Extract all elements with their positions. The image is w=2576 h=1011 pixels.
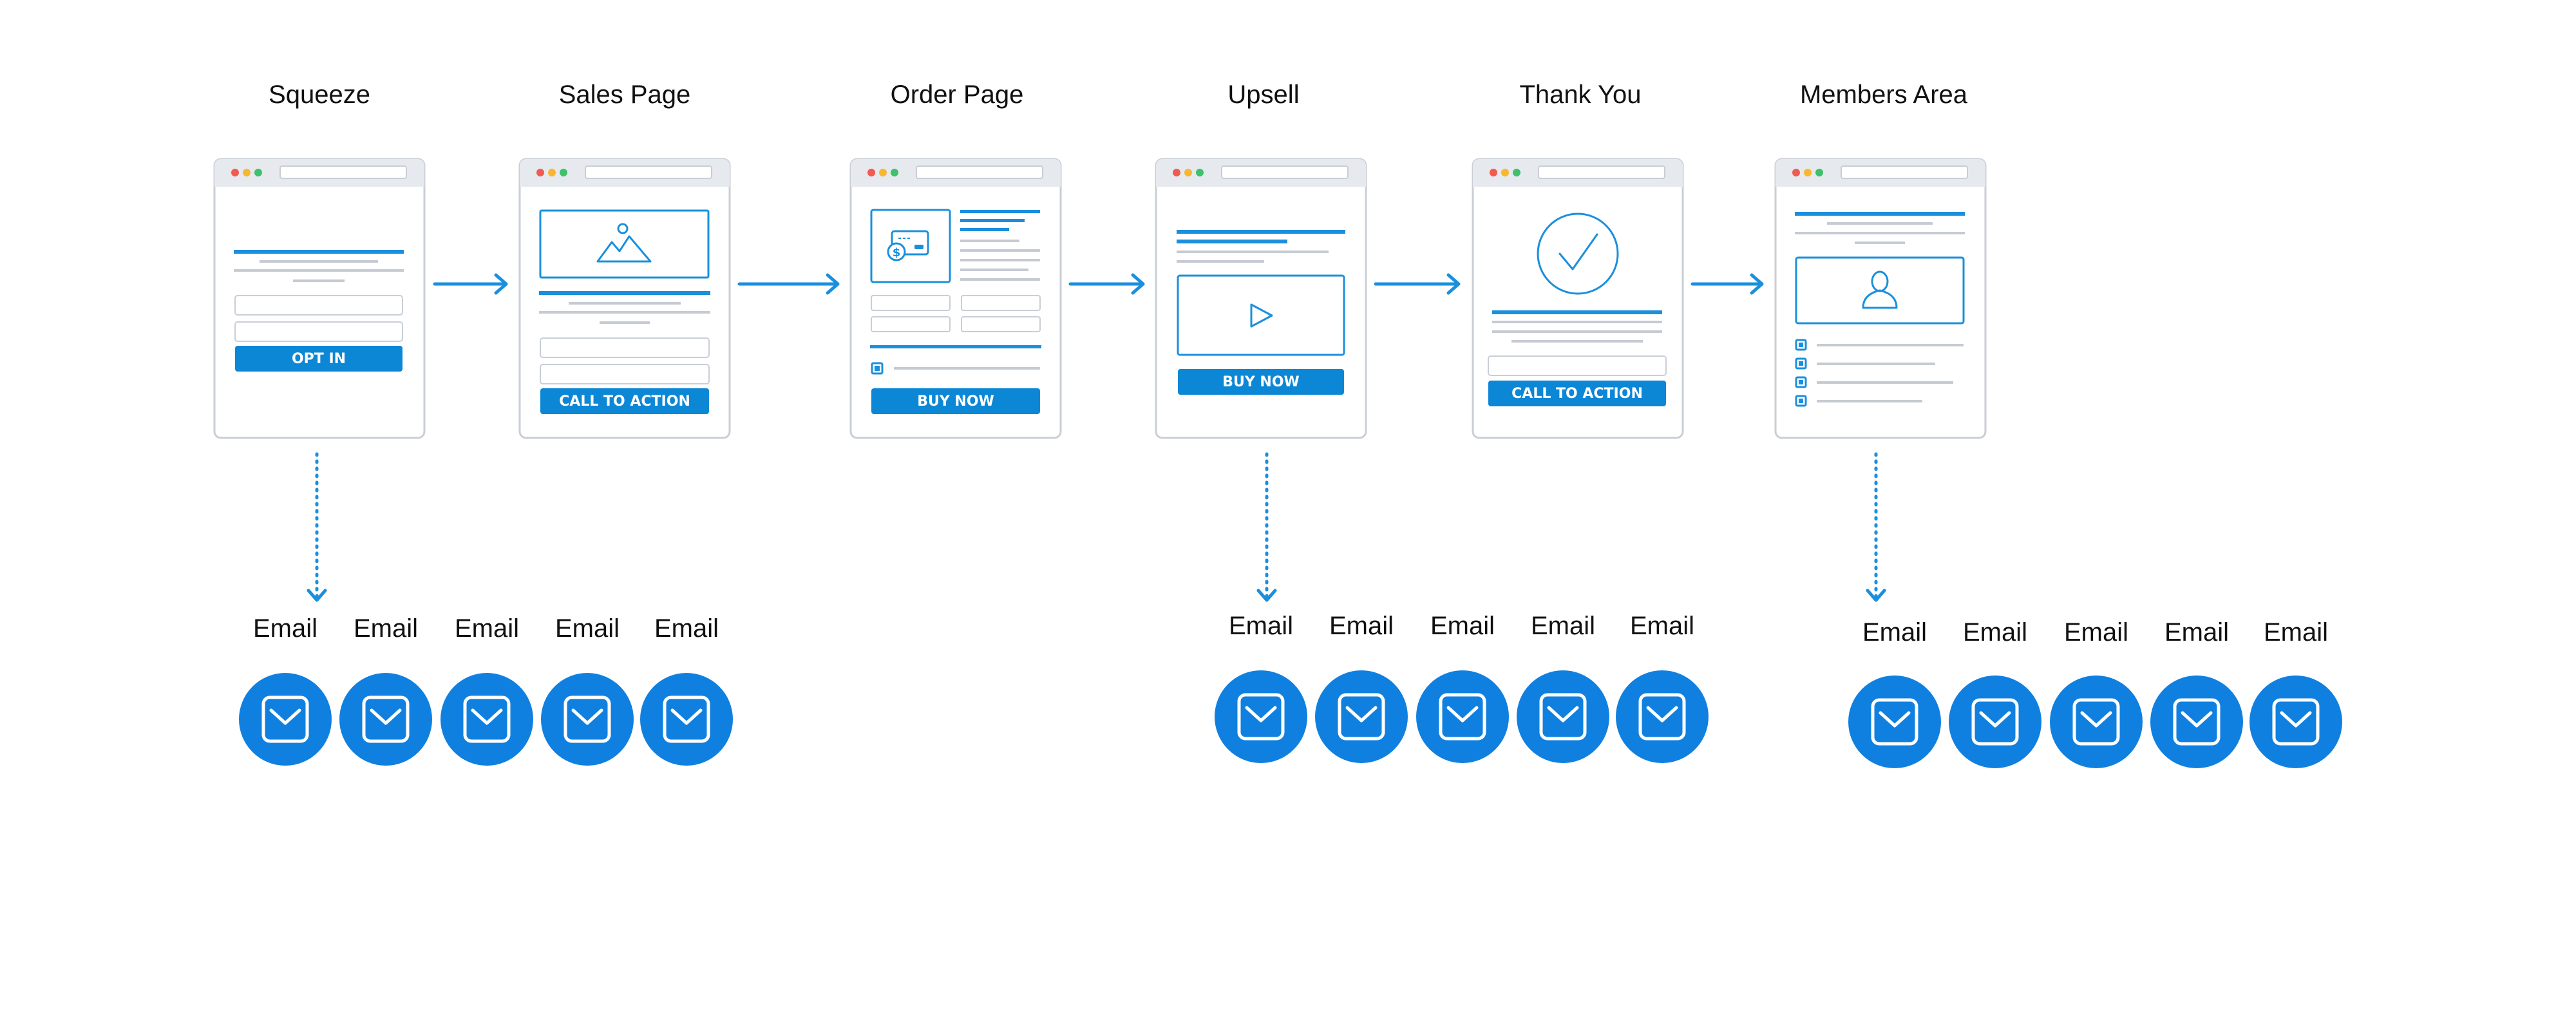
envelope-icon [2050, 676, 2143, 768]
email-circle [1215, 670, 1307, 763]
envelope-icon [1848, 676, 1941, 768]
checkmark-icon [1537, 213, 1619, 295]
envelope-icon [1215, 670, 1307, 763]
browser-windows: OPT IN CALL TO ACTION [213, 158, 1987, 439]
envelope-icon [440, 673, 533, 766]
opt-in-button: OPT IN [292, 351, 346, 367]
buy-now-button-order: BUY NOW [917, 393, 994, 410]
email-circle [440, 673, 533, 766]
email-group-upsell: Email Email Email Email Email [1229, 612, 1694, 640]
user-icon [1795, 256, 1965, 325]
arrow-right-icon [1068, 273, 1145, 295]
stage-label-members-area: Members Area [1800, 80, 1968, 109]
page-mockup-squeeze: OPT IN [213, 158, 426, 439]
email-circles [239, 670, 2342, 768]
page-mockup-thank-you: CALL TO ACTION [1472, 158, 1684, 439]
call-to-action-button-thank-you: CALL TO ACTION [1511, 386, 1643, 402]
dotted-arrow-down-icon [307, 452, 327, 602]
email-circle [1616, 670, 1709, 763]
page-mockup-order-page: $ BUY NOW [849, 158, 1062, 439]
email-circle [541, 673, 634, 766]
page-mockup-upsell: BUY NOW [1155, 158, 1367, 439]
checkbox-icon [871, 362, 884, 375]
call-to-action-button: CALL TO ACTION [559, 393, 690, 410]
email-label: Email [1430, 612, 1495, 640]
arrow-right-icon [433, 273, 508, 295]
email-circle [1949, 676, 2041, 768]
email-circle [1848, 676, 1941, 768]
dotted-arrow-down-icon [1866, 452, 1886, 602]
checklist [1795, 339, 1964, 407]
email-label: Email [455, 614, 519, 643]
email-circle [1517, 670, 1609, 763]
buy-now-button-upsell: BUY NOW [1222, 374, 1300, 390]
email-label: Email [1862, 618, 1927, 647]
email-circle [2150, 676, 2243, 768]
email-circle [339, 673, 432, 766]
email-circle [239, 673, 332, 766]
email-label: Email [1229, 612, 1293, 640]
drip-arrows [307, 452, 1886, 602]
stage-label-upsell: Upsell [1227, 80, 1299, 109]
page-mockup-members-area [1774, 158, 1987, 439]
email-label: Email [1630, 612, 1694, 640]
stage-label-sales-page: Sales Page [559, 80, 691, 109]
envelope-icon [2150, 676, 2243, 768]
arrow-right-icon [1374, 273, 1461, 295]
stage-label-squeeze: Squeeze [269, 80, 370, 109]
email-circle [640, 673, 733, 766]
envelope-icon [541, 673, 634, 766]
envelope-icon [1949, 676, 2041, 768]
email-label: Email [2264, 618, 2328, 647]
envelope-icon [1315, 670, 1408, 763]
envelope-icon [339, 673, 432, 766]
image-icon [539, 209, 710, 279]
email-label: Email [1329, 612, 1394, 640]
page-mockup-sales-page: CALL TO ACTION [518, 158, 731, 439]
payment-card-icon: $ [870, 209, 951, 283]
email-circle [1315, 670, 1408, 763]
email-circle [2050, 676, 2143, 768]
envelope-icon [2249, 676, 2342, 768]
email-label: Email [1531, 612, 1595, 640]
email-group-squeeze: Email Email Email Email Email [253, 614, 719, 643]
envelope-icon [1517, 670, 1609, 763]
play-icon [1177, 274, 1345, 356]
dotted-arrow-down-icon [1256, 452, 1277, 602]
envelope-icon [1416, 670, 1509, 763]
email-label: Email [2164, 618, 2229, 647]
email-label: Email [1963, 618, 2027, 647]
email-circle [1416, 670, 1509, 763]
stage-label-order-page: Order Page [891, 80, 1024, 109]
flow-arrows [433, 273, 1764, 295]
envelope-icon [1616, 670, 1709, 763]
email-label: Email [354, 614, 418, 643]
dollar-sign-icon: $ [893, 246, 901, 260]
email-label: Email [555, 614, 620, 643]
email-group-members-area: Email Email Email Email Email [1862, 618, 2328, 647]
email-label: Email [654, 614, 719, 643]
email-label: Email [2064, 618, 2128, 647]
email-label: Email [253, 614, 317, 643]
envelope-icon [640, 673, 733, 766]
arrow-right-icon [1690, 273, 1764, 295]
email-circle [2249, 676, 2342, 768]
stage-label-thank-you: Thank You [1519, 80, 1641, 109]
stage-labels: Squeeze Sales Page Order Page Upsell Tha… [269, 80, 1968, 109]
envelope-icon [239, 673, 332, 766]
arrow-right-icon [737, 273, 840, 295]
